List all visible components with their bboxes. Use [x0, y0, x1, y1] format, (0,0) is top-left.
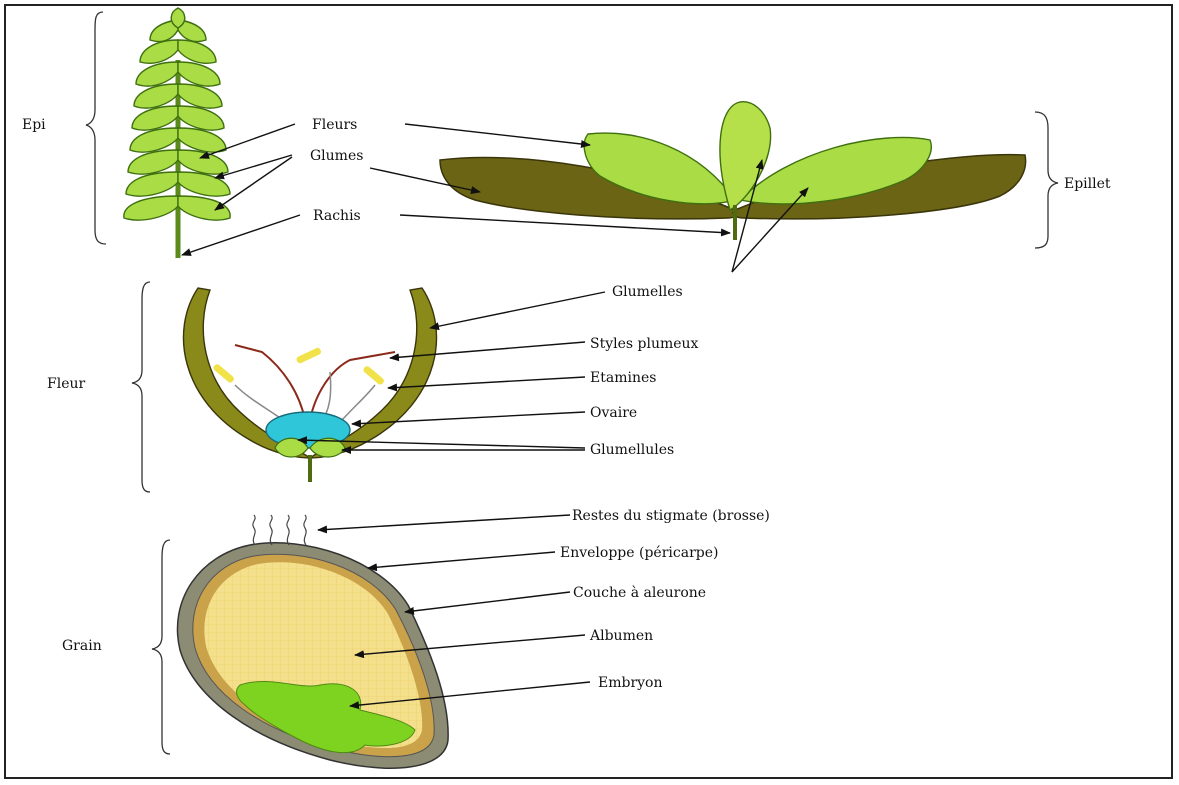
section-label-grain: Grain	[62, 638, 102, 654]
label-rachis: Rachis	[313, 208, 361, 224]
arrow-glumelles-flower	[430, 292, 605, 328]
label-couche-aleurone: Couche à aleurone	[573, 584, 706, 601]
arrow-enveloppe	[368, 552, 555, 568]
label-glumes: Glumes	[310, 148, 363, 164]
section-label-fleur: Fleur	[47, 376, 85, 392]
arrow-fleurs-spikelet	[405, 124, 590, 145]
arrow-aleurone	[405, 592, 570, 612]
style-left	[235, 345, 305, 420]
flower-drawing	[183, 288, 436, 482]
stigma-hair-4	[304, 515, 306, 545]
section-label-epillet: Epillet	[1064, 176, 1111, 192]
arrow-restes	[318, 515, 570, 530]
grain-brace	[152, 540, 170, 754]
label-enveloppe: Enveloppe (péricarpe)	[560, 545, 718, 561]
label-glumelles: Glumelles	[612, 284, 683, 300]
label-restes-stigmate: Restes du stigmate (brosse)	[572, 508, 770, 524]
epillet-brace	[1035, 112, 1058, 248]
label-fleurs: Fleurs	[312, 117, 357, 133]
arrow-rachis-ear	[182, 215, 300, 255]
section-label-epi: Epi	[22, 117, 46, 133]
fleur-brace	[132, 282, 150, 492]
spikelet-drawing	[440, 102, 1026, 240]
anther-right	[362, 365, 385, 386]
label-glumellules: Glumellules	[590, 442, 674, 458]
stigma-hair-3	[287, 515, 289, 545]
epi-brace	[86, 12, 106, 244]
grain-drawing	[177, 515, 448, 768]
label-embryon: Embryon	[598, 675, 663, 691]
wheat-ear	[124, 8, 230, 258]
label-styles-plumeux: Styles plumeux	[590, 336, 699, 352]
anther-mid	[296, 347, 323, 364]
label-albumen: Albumen	[589, 628, 653, 644]
stigma-hair-2	[270, 515, 272, 545]
label-etamines: Etamines	[590, 370, 656, 386]
stigma-hair-1	[253, 515, 255, 545]
label-ovaire: Ovaire	[590, 405, 637, 421]
